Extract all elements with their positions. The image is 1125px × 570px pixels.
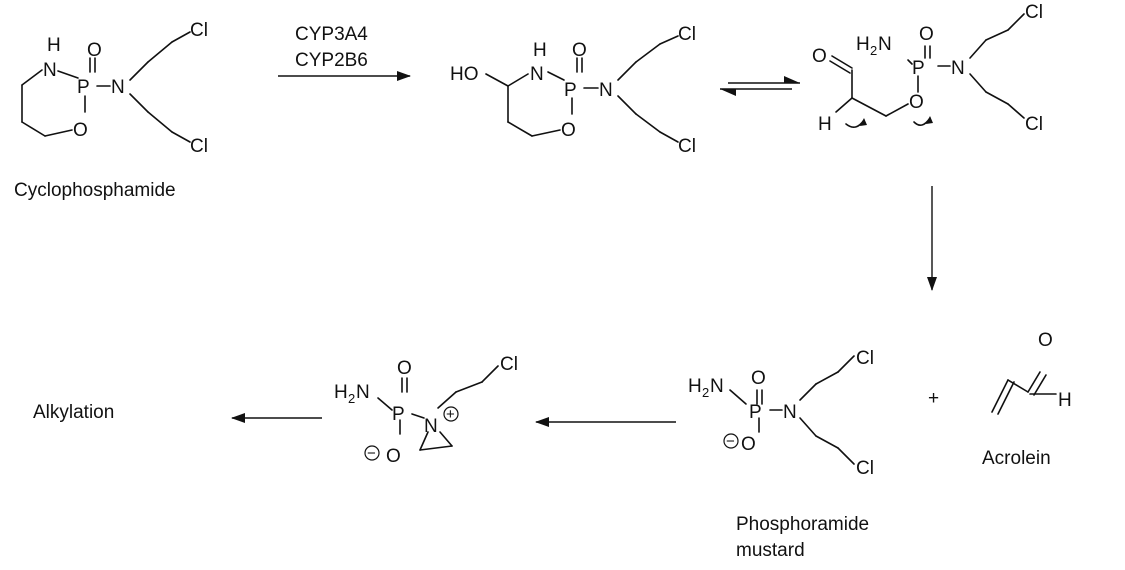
phosphoramide-label-line2: mustard: [736, 540, 805, 561]
atom-o: O: [919, 24, 934, 45]
atom-h: H: [1058, 390, 1072, 411]
atom-cl: Cl: [500, 354, 518, 375]
enzyme-cyp3a4: CYP3A4: [295, 24, 368, 45]
atom-o: O: [1038, 330, 1053, 351]
cyclophosphamide-structure: H N O P N O Cl Cl: [21, 20, 208, 157]
minus-charge: −: [367, 445, 376, 462]
atom-o: O: [812, 46, 827, 67]
atom-h: H: [533, 40, 547, 61]
atom-o: O: [73, 120, 88, 141]
atom-n: N: [424, 416, 438, 437]
atom-o: O: [909, 92, 924, 113]
atom-n: N: [951, 58, 965, 79]
atom-n: N: [356, 382, 370, 403]
atom-n: N: [710, 376, 724, 397]
atom-o: O: [741, 434, 756, 455]
atom-p: P: [77, 77, 90, 98]
atom-n: N: [783, 402, 797, 423]
equilibrium-arrows: [720, 76, 800, 96]
acrolein-structure: O H: [991, 330, 1072, 415]
atom-p: P: [749, 402, 762, 423]
atom-cl: Cl: [1025, 2, 1043, 23]
phosphoramide-mustard-structure: − H 2 N O P N O Cl Cl: [688, 348, 874, 479]
atom-n: N: [530, 64, 544, 85]
atom-o: O: [87, 40, 102, 61]
atom-h: H: [856, 34, 870, 55]
atom-cl: Cl: [1025, 114, 1043, 135]
atom-h: H: [334, 382, 348, 403]
atom-o: O: [561, 120, 576, 141]
atom-o: O: [397, 358, 412, 379]
atom-n: N: [43, 60, 57, 81]
atom-n: N: [599, 80, 613, 101]
atom-cl: Cl: [190, 20, 208, 41]
plus-charge: +: [446, 406, 455, 423]
atom-n: N: [111, 77, 125, 98]
subscript-2: 2: [702, 385, 709, 400]
atom-cl: Cl: [856, 348, 874, 369]
atom-h: H: [47, 35, 61, 56]
atom-h: H: [688, 376, 702, 397]
atom-p: P: [392, 404, 405, 425]
atom-o: O: [386, 446, 401, 467]
acrolein-label: Acrolein: [982, 448, 1051, 469]
atom-o: O: [572, 40, 587, 61]
atom-cl: Cl: [856, 458, 874, 479]
atom-ho: HO: [450, 64, 479, 85]
atom-h: H: [818, 114, 832, 135]
plus-sign: +: [928, 388, 939, 409]
enzyme-cyp2b6: CYP2B6: [295, 50, 368, 71]
aldophosphamide-structure: O H H 2 N O P N O Cl Cl: [812, 2, 1043, 135]
phosphoramide-label-line1: Phosphoramide: [736, 514, 869, 535]
hydroxycyclophosphamide-structure: HO H N O P N O Cl Cl: [450, 24, 696, 157]
atom-cl: Cl: [678, 136, 696, 157]
atom-cl: Cl: [190, 136, 208, 157]
atom-p: P: [912, 58, 925, 79]
atom-p: P: [564, 80, 577, 101]
atom-n: N: [878, 34, 892, 55]
cyclophosphamide-label: Cyclophosphamide: [14, 180, 176, 201]
subscript-2: 2: [348, 391, 355, 406]
atom-cl: Cl: [678, 24, 696, 45]
aziridinium-structure: + − H 2 N O P N O Cl: [334, 354, 518, 467]
minus-charge: −: [726, 433, 735, 450]
atom-o: O: [751, 368, 766, 389]
subscript-2: 2: [870, 43, 877, 58]
alkylation-label: Alkylation: [33, 402, 114, 423]
